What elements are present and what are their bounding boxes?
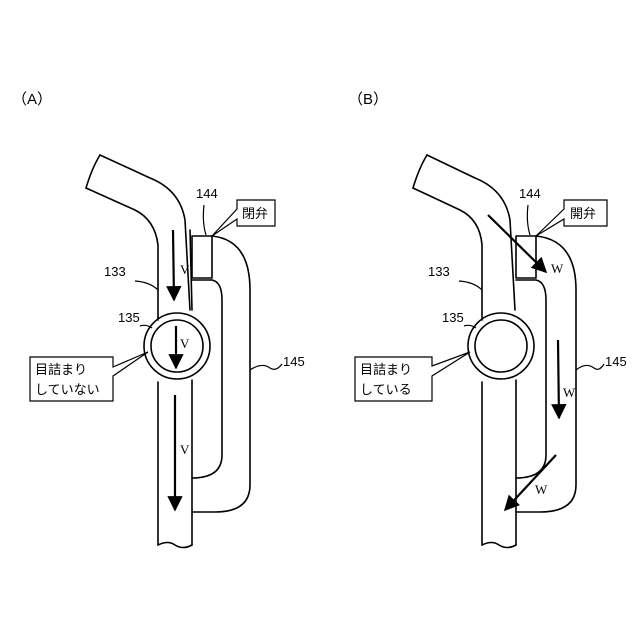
- panel-a-flow-symbol-3: V: [180, 442, 190, 457]
- panel-b-clog-callout: 目詰まり している: [355, 352, 470, 401]
- panel-b-clog-line2: している: [360, 382, 412, 397]
- panel-a-valve-state: 閉弁: [242, 206, 268, 221]
- panel-a-label-144: 144: [196, 186, 218, 201]
- panel-b-label-135: 135: [442, 310, 464, 325]
- panel-b-arrow-outlet: [505, 455, 556, 510]
- panel-a-arrow-inlet: [173, 230, 174, 300]
- panel-a-clog-line1: 目詰まり: [35, 362, 87, 377]
- panel-b-arrow-bypass: [558, 340, 559, 418]
- panel-b-filter: [468, 313, 534, 379]
- panel-a-valve-callout: 閉弁: [212, 200, 275, 236]
- panel-b-leader-144: [527, 205, 530, 235]
- panel-b-clog-line1: 目詰まり: [360, 362, 412, 377]
- panel-a-flow-symbol-2: V: [180, 336, 190, 351]
- panel-a-valve-block: [192, 236, 212, 278]
- panel-b-flow-symbol-3: W: [535, 482, 548, 497]
- panel-a-flow-symbol-1: V: [180, 262, 190, 277]
- panel-a-label-145: 145: [283, 354, 305, 369]
- panel-b-label-133: 133: [428, 264, 450, 279]
- panel-a-clog-line2: していない: [35, 382, 100, 397]
- panel-a-label-133: 133: [104, 264, 126, 279]
- panel-b-flow-symbol-2: W: [563, 385, 576, 400]
- panel-a-leader-145: [250, 364, 282, 370]
- panel-b-label-144: 144: [519, 186, 541, 201]
- panel-a: （A） V: [12, 91, 305, 548]
- panel-b-valve-block: [516, 236, 536, 278]
- panel-a-leader-144: [203, 205, 206, 235]
- panel-a-label-135: 135: [118, 310, 140, 325]
- panel-a-tag: （A）: [12, 91, 52, 108]
- panel-b-tag: （B）: [348, 91, 388, 108]
- panel-b-arrow-inlet: [488, 215, 546, 272]
- panel-b-valve-callout: 開弁: [536, 200, 607, 236]
- panel-a-leader-133: [135, 281, 158, 290]
- panel-b-leader-133: [459, 281, 482, 290]
- panel-b-valve-state: 開弁: [570, 206, 596, 221]
- panel-b-flow-symbol-1: W: [551, 261, 564, 276]
- panel-b-flow-arrows: W W W: [488, 215, 576, 510]
- panel-b: （B） W W: [348, 91, 627, 548]
- panel-b-leader-145: [576, 364, 604, 370]
- panel-b-label-145: 145: [605, 354, 627, 369]
- panel-b-main-pipe: [413, 155, 516, 548]
- panel-a-clog-callout: 目詰まり していない: [30, 352, 148, 401]
